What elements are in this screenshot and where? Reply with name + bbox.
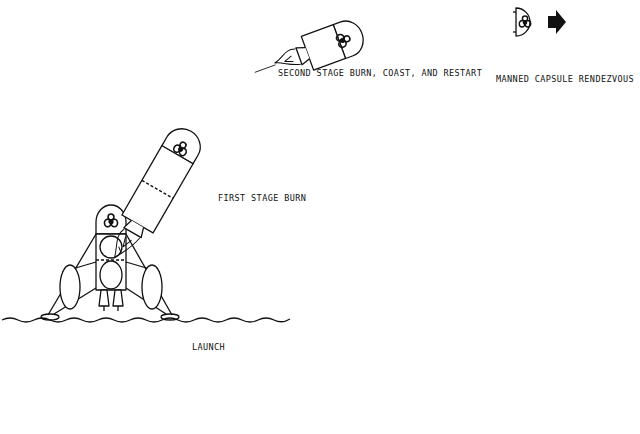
- stage-label: FIRST STAGE BURN: [218, 194, 306, 203]
- stage-label: LAUNCH: [192, 343, 225, 352]
- stage-label: SECOND STAGE BURN, COAST, AND RESTART: [278, 69, 482, 78]
- manned-capsule: [513, 8, 531, 36]
- second-stage-rocket: [249, 16, 368, 89]
- first-stage-rocket: [101, 122, 206, 268]
- direction-arrow: [548, 10, 566, 34]
- stage-label: MANNED CAPSULE RENDEZVOUS: [496, 75, 634, 84]
